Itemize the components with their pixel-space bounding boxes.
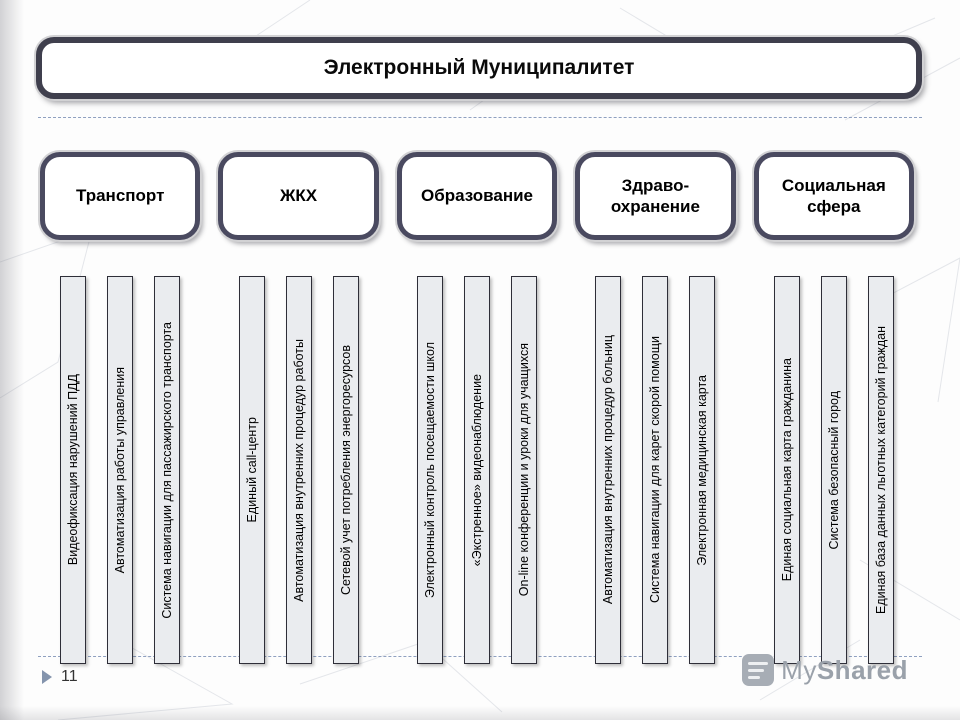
category-label: Образование [420, 186, 534, 206]
service-bar-label: Сетевой учет потребления энергоресурсов [338, 344, 353, 596]
service-bar: Единый call-центр [238, 276, 265, 664]
category-label: ЖКХ [280, 186, 318, 206]
watermark-shared: Shared [816, 654, 908, 685]
service-bar-label: On-line конференции и уроки для учащихся [516, 343, 531, 597]
column-education: Образование Электронный контроль посещае… [396, 152, 558, 664]
service-bar-label: Единый call-центр [244, 417, 259, 523]
myshared-logo-icon [742, 654, 775, 686]
service-bar: Сетевой учет потребления энергоресурсов [332, 276, 359, 664]
column-social: Социальная сфера Единая социальная карта… [753, 152, 914, 664]
service-bar: Автоматизация работы управления [107, 276, 134, 664]
myshared-watermark-text: MyShared [781, 655, 908, 686]
category-label: Здраво-охранение [610, 175, 700, 216]
service-bar-label: Автоматизация внутренних процедур работы [291, 338, 306, 602]
category-box-social: Социальная сфера [753, 152, 914, 240]
service-bar-label: «Экстренное» видеонаблюдение [469, 373, 484, 567]
slide-footer: 11 [42, 668, 78, 686]
category-box-transport: Транспорт [40, 152, 201, 240]
service-bar-label: Автоматизация внутренних процедур больни… [601, 335, 616, 605]
service-bar: «Экстренное» видеонаблюдение [463, 276, 490, 664]
category-box-utilities: ЖКХ [218, 152, 379, 240]
watermark-my: My [781, 654, 817, 685]
bars-utilities: Единый call-центр Автоматизация внутренн… [218, 276, 378, 664]
service-bar: Автоматизация внутренних процедур больни… [595, 276, 622, 664]
top-dashed-divider [38, 117, 922, 118]
page-title: Электронный Муниципалитет [323, 56, 635, 79]
slide-number: 11 [61, 668, 78, 685]
bottom-edge-shadow [0, 706, 960, 720]
service-bar: Система навигации для карет скорой помощ… [642, 276, 669, 664]
category-label: Социальная сфера [781, 175, 886, 216]
service-bar-label: Система навигации для карет скорой помощ… [648, 336, 663, 604]
column-utilities: ЖКХ Единый call-центр Автоматизация внут… [218, 152, 379, 664]
bars-education: Электронный контроль посещаемости школ «… [397, 276, 557, 664]
bars-transport: Видеофиксация нарушений ПДД Автоматизаци… [40, 276, 200, 664]
column-healthcare: Здраво-охранение Автоматизация внутренни… [575, 152, 736, 664]
title-box: Электронный Муниципалитет [36, 37, 922, 99]
service-bar: Система безопасный город [820, 276, 847, 664]
slide-number-bullet-icon [42, 670, 52, 684]
service-bar: Единая социальная карта гражданина [773, 276, 800, 664]
service-bar-label: Электронная медицинская карта [695, 374, 710, 566]
service-bar-label: Электронный контроль посещаемости школ [422, 341, 437, 599]
myshared-watermark: MyShared [742, 654, 908, 686]
bars-social: Единая социальная карта гражданина Систе… [754, 276, 914, 664]
service-bar-label: Система навигации для пассажирского тран… [160, 321, 175, 619]
category-box-healthcare: Здраво-охранение [575, 152, 736, 240]
left-edge-shadow [0, 0, 24, 720]
service-bar: Автоматизация внутренних процедур работы [285, 276, 312, 664]
service-bar-label: Единая база данных льготных категорий гр… [873, 326, 888, 614]
service-bar: Система навигации для пассажирского тран… [154, 276, 181, 664]
category-label: Транспорт [75, 186, 165, 206]
service-bar-label: Система безопасный город [826, 390, 841, 550]
bars-healthcare: Автоматизация внутренних процедур больни… [575, 276, 735, 664]
service-bar: Видеофиксация нарушений ПДД [60, 276, 87, 664]
category-box-education: Образование [396, 152, 558, 240]
diagram-columns: Транспорт Видеофиксация нарушений ПДД Ав… [40, 152, 914, 664]
service-bar-label: Автоматизация работы управления [113, 366, 128, 574]
service-bar-label: Видеофиксация нарушений ПДД [66, 374, 81, 566]
service-bar: Электронный контроль посещаемости школ [416, 276, 443, 664]
service-bar: Единая база данных льготных категорий гр… [867, 276, 894, 664]
service-bar: Электронная медицинская карта [689, 276, 716, 664]
service-bar-label: Единая социальная карта гражданина [779, 358, 794, 582]
service-bar: On-line конференции и уроки для учащихся [510, 276, 537, 664]
column-transport: Транспорт Видеофиксация нарушений ПДД Ав… [40, 152, 201, 664]
